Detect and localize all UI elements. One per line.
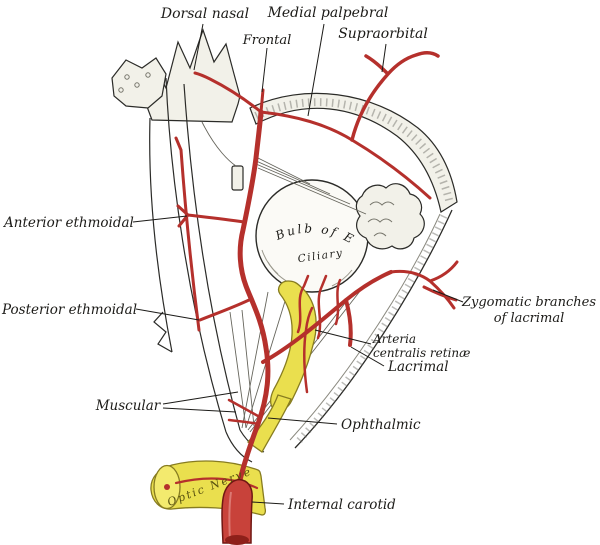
optic-nerve-connector xyxy=(247,394,292,453)
lacrimal-gland-outline xyxy=(355,183,425,250)
leader-zygomatic xyxy=(432,289,464,303)
optic-nerve-central-band xyxy=(269,280,317,412)
medial-descending-vessel xyxy=(174,136,201,332)
zygomatic-branches-artery xyxy=(389,260,459,310)
supraorbital-artery xyxy=(350,51,440,142)
label-muscular: Muscular xyxy=(95,398,162,414)
internal-carotid-tube xyxy=(221,478,253,544)
label-zygomatic-line1: Zygomatic branches xyxy=(461,295,596,310)
leader-posterior-ethmoidal xyxy=(135,308,200,321)
frontal-artery xyxy=(259,88,265,114)
label-supraorbital: Supraorbital xyxy=(338,26,428,42)
lateral-wall-inner xyxy=(289,213,441,441)
medial-wall-line-inner xyxy=(183,83,241,431)
leader-muscular-2 xyxy=(162,407,237,413)
carotid-highlight xyxy=(228,491,232,541)
internal-carotid-artery xyxy=(221,478,253,545)
lacrimal-artery xyxy=(261,270,393,364)
roof-hatch xyxy=(254,98,454,205)
leader-dorsal-nasal xyxy=(193,23,204,71)
lacrimal-gland-texture xyxy=(367,201,395,237)
medial-rectus-strip xyxy=(229,309,255,429)
carotid-cut-opening xyxy=(225,535,249,545)
leader-muscular-1 xyxy=(162,391,239,405)
levator-muscle-fan xyxy=(253,155,367,215)
leader-ophthalmic xyxy=(267,417,338,425)
label-arteria-line2: centralis retinæ xyxy=(373,346,470,360)
label-ophthalmic: Ophthalmic xyxy=(341,417,421,433)
posterior-ethmoidal-artery xyxy=(198,298,251,322)
label-posterior-ethmoidal: Posterior ethmoidal xyxy=(1,302,137,318)
muscular-branches-artery xyxy=(227,398,261,426)
ciliary-arteries xyxy=(296,274,342,340)
central-retinal-artery-dot xyxy=(164,484,170,490)
leader-medial-palpebral xyxy=(307,23,325,117)
leader-lines xyxy=(132,23,464,505)
lateral-wall-edge xyxy=(294,209,453,449)
label-lacrimal: Lacrimal xyxy=(387,359,449,375)
leader-frontal xyxy=(261,47,268,93)
label-internal-carotid: Internal carotid xyxy=(287,497,396,513)
engraving-hatching xyxy=(254,98,454,447)
label-arteria-line1: Arteria xyxy=(372,332,416,346)
arteries xyxy=(174,51,459,491)
orbital-roof-crescent xyxy=(249,92,458,213)
bone-texture-marks xyxy=(118,72,151,93)
frontal-bone-fragment xyxy=(111,57,167,109)
medial-wall-line-outer xyxy=(165,77,227,433)
leader-internal-carotid xyxy=(251,501,285,505)
leader-anterior-ethmoidal xyxy=(132,215,188,223)
medial-palpebral-artery xyxy=(259,110,354,142)
leader-lacrimal xyxy=(350,346,385,367)
label-dorsal-nasal: Dorsal nasal xyxy=(160,6,249,22)
maxilla-left-edge xyxy=(149,117,173,353)
bone-structures xyxy=(111,28,458,463)
label-anterior-ethmoidal: Anterior ethmoidal xyxy=(2,215,134,231)
label-frontal: Frontal xyxy=(242,33,292,48)
maxilla-jagged-break xyxy=(153,311,173,353)
nasal-bones-outline xyxy=(145,28,241,123)
label-zygomatic-line2: of lacrimal xyxy=(494,311,565,326)
leader-supraorbital xyxy=(381,43,387,73)
leader-arteria-centralis xyxy=(314,329,372,345)
central-retinal-artery xyxy=(302,306,314,394)
labels: Dorsal nasal Medial palpebral Frontal Su… xyxy=(0,0,596,513)
dorsal-nasal-artery xyxy=(193,71,263,114)
label-medial-palpebral: Medial palpebral xyxy=(267,5,389,21)
superior-oblique-line xyxy=(201,121,237,167)
trochlea-pulley xyxy=(231,165,244,191)
orbital-rim-artery xyxy=(350,138,432,200)
